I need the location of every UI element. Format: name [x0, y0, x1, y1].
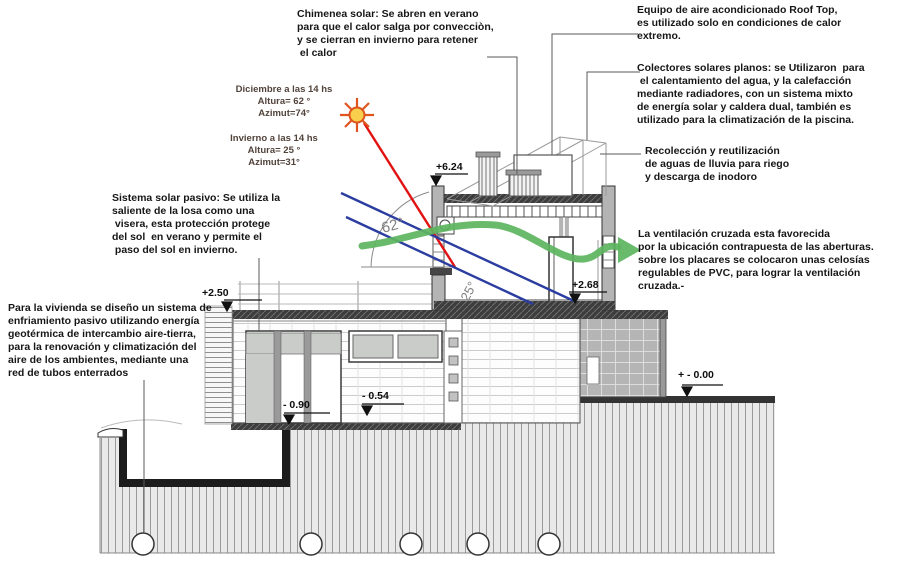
note-ac-rooftop: Equipo de aire acondicionado Roof Top, e… — [637, 4, 842, 42]
note-solar-collectors: Colectores solares planos: se Utilizaron… — [637, 62, 865, 126]
level-ground: + - 0.00 — [678, 369, 714, 381]
winter-sun-rays — [340, 191, 575, 306]
angle-dimensions — [361, 191, 451, 268]
note-passive-solar: Sistema solar pasivo: Se utiliza la sali… — [112, 192, 281, 256]
sun-position-december: Diciembre a las 14 hs Altura= 62 ° Azimu… — [235, 84, 333, 119]
ventilation-arrow — [358, 220, 641, 263]
ground-earth — [99, 400, 775, 554]
level-terrace-upper: +2.50 — [202, 287, 229, 299]
block-wall-opening — [586, 356, 600, 385]
summer-angle-label: 62° — [380, 215, 406, 237]
chimney-duct — [559, 216, 569, 239]
level-markers — [220, 173, 723, 426]
note-geothermal: Para la vivienda se diseño un sistema de… — [8, 302, 212, 379]
window-band — [348, 330, 443, 363]
note-rainwater: Recolección y reutilización de aguas de … — [645, 145, 790, 183]
sun-position-winter: Invierno a las 14 hs Altura= 25 ° Azimut… — [230, 133, 318, 168]
terrace-railing — [238, 281, 443, 310]
sun-icon — [340, 98, 374, 132]
solar-chimneys — [475, 151, 542, 197]
note-solar-chimney: Chimenea solar: Se abren en verano para … — [297, 8, 494, 59]
earth-tubes — [131, 532, 561, 556]
ceiling-joists — [446, 205, 603, 218]
leader-lines — [143, 33, 641, 532]
summer-sun-ray — [362, 122, 457, 268]
upper-floor-slab — [434, 301, 615, 310]
swimming-pool — [97, 419, 290, 487]
level-terrace-mid: - 0.54 — [362, 390, 389, 402]
lower-floor — [231, 310, 668, 424]
roof-slab — [432, 194, 615, 203]
vent-block-strip — [443, 330, 463, 424]
glass-doors — [245, 330, 342, 424]
pergola-screen — [204, 305, 233, 425]
level-pool-deck: - 0.90 — [283, 399, 310, 411]
visera-slab — [231, 310, 668, 319]
level-roof: +6.24 — [436, 161, 463, 173]
level-upper-floor: +2.68 — [572, 279, 599, 291]
note-cross-ventilation: La ventilación cruzada esta favorecida p… — [638, 228, 874, 292]
